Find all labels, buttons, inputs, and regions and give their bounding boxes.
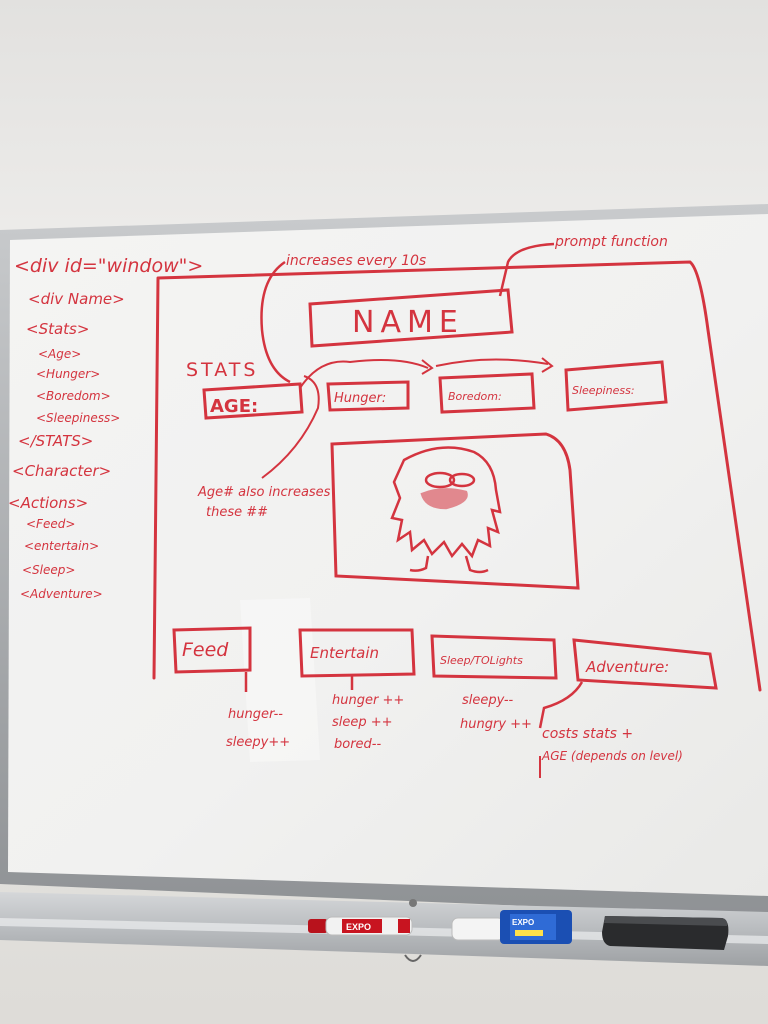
furry-monster-drawing [390, 446, 502, 574]
outline-line: <Stats> [26, 320, 89, 338]
annotation-prompt: prompt function [554, 234, 668, 250]
stat-label: Boredom: [448, 390, 502, 403]
action-entertain: Entertain [298, 628, 416, 690]
outline-line: <Hunger> [36, 367, 100, 381]
stat-label: Hunger: [334, 391, 386, 406]
red-marker-brand: EXPO [346, 922, 371, 932]
outline-line: <Character> [12, 462, 111, 480]
outline-line: <entertain> [24, 539, 99, 553]
outline-line: <Sleepiness> [36, 411, 120, 425]
name-box [308, 288, 514, 348]
feed-effect: sleepy++ [226, 735, 290, 750]
outline-line: </STATS> [18, 432, 93, 450]
entertain-effect: hunger ++ [332, 693, 404, 708]
html-outline: <div id="window"> <div Name> <Stats> <Ag… [8, 255, 203, 601]
action-adventure: Adventure: [538, 638, 718, 729]
stat-label: AGE: [210, 396, 258, 417]
stats-arrow [299, 358, 549, 389]
action-label: Sleep/TOLights [440, 654, 523, 667]
outline-line: <div Name> [28, 290, 125, 308]
red-marker-icon[interactable]: EXPO [308, 916, 413, 936]
name-label: NAME [352, 305, 464, 340]
feed-effect: hunger-- [228, 707, 283, 722]
outline-line: <Actions> [8, 494, 88, 512]
adventure-effect: costs stats + [542, 726, 633, 742]
adventure-effect: AGE (depends on level) [541, 749, 683, 763]
entertain-effect: bored-- [334, 737, 381, 752]
blue-marker-icon[interactable]: EXPO [451, 910, 572, 944]
blue-marker-brand: EXPO [512, 918, 534, 927]
outline-line: <div id="window"> [14, 255, 203, 277]
stats-arrowheads [421, 357, 554, 375]
annotation-arrow [261, 375, 320, 479]
outline-line: <Feed> [26, 517, 75, 531]
tray-screw [409, 899, 417, 907]
action-sleep: Sleep/TOLights [430, 634, 558, 680]
stat-label: Sleepiness: [572, 384, 635, 397]
tray-hook [404, 954, 422, 962]
action-label: Adventure: [585, 658, 669, 676]
stat-boredom-box: Boredom: [438, 372, 536, 414]
stats-label: STATS [186, 359, 258, 381]
outline-line: <Adventure> [20, 587, 103, 601]
entertain-effect: sleep ++ [332, 715, 393, 730]
window-frame-sketch [152, 260, 762, 692]
character-frame [330, 432, 580, 590]
annotation-arrow [498, 242, 555, 297]
action-label: Entertain [310, 644, 379, 662]
annotation-age: Age# also increases [197, 485, 331, 500]
action-label: Feed [182, 639, 229, 661]
board-surface [8, 214, 768, 896]
stat-sleepiness-box: Sleepiness: [564, 360, 668, 412]
annotation-age: these ## [206, 505, 268, 520]
sleep-effect: sleepy-- [462, 693, 514, 708]
outline-line: <Sleep> [22, 563, 75, 577]
outline-line: <Boredom> [36, 389, 111, 403]
annotation-increases: increases every 10s [286, 253, 426, 269]
stat-hunger-box: Hunger: [326, 380, 410, 412]
eraser-icon[interactable] [602, 916, 729, 950]
sleep-effect: hungry ++ [460, 717, 532, 732]
marker-drawing: <div id="window"> <div Name> <Stats> <Ag… [8, 234, 762, 778]
outline-line: <Age> [38, 347, 81, 361]
action-feed: Feed [172, 626, 252, 692]
stat-age-box: AGE: [202, 382, 304, 420]
annotation-arrow [260, 260, 291, 384]
